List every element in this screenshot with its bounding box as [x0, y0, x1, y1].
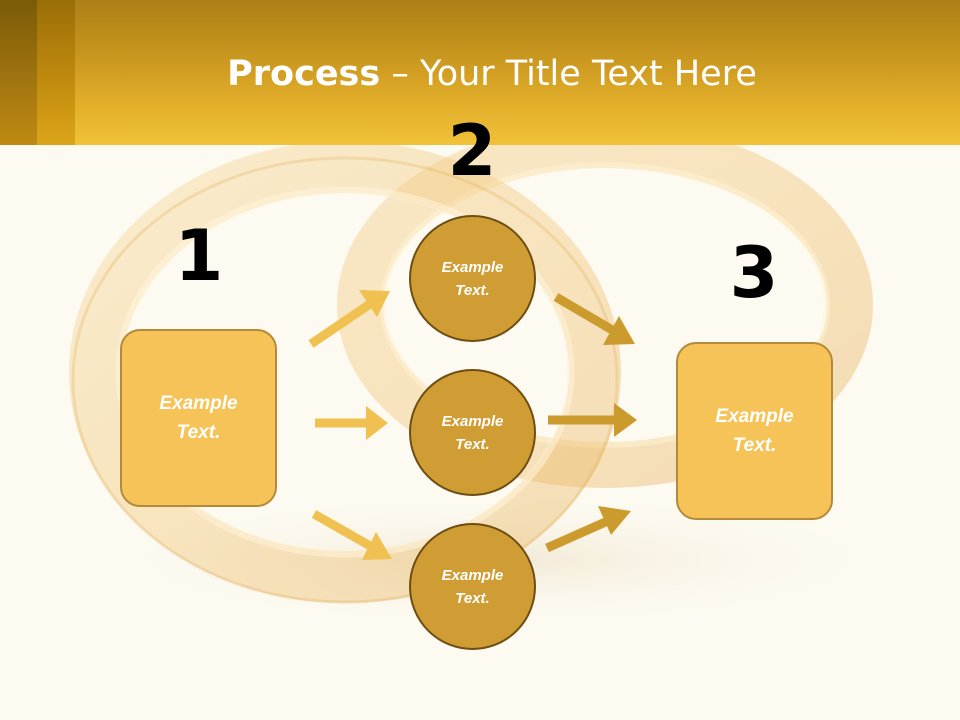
step-number-3: 3	[729, 232, 779, 314]
step-2-circle-top: Example Text.	[409, 215, 536, 342]
step-2-circle-bottom: Example Text.	[409, 523, 536, 650]
title-rest: – Your Title Text Here	[380, 54, 757, 94]
header-accent-stripe-light	[37, 0, 75, 145]
header-band	[0, 0, 960, 145]
step-3-box: Example Text.	[676, 342, 833, 520]
title-strong: Process	[227, 54, 381, 94]
step-2-circle-middle: Example Text.	[409, 369, 536, 496]
circle-bottom-text: Example Text.	[441, 566, 504, 607]
arrow-top-to-right	[553, 293, 635, 345]
header-accent-stripe-dark	[0, 0, 37, 145]
step-number-2: 2	[447, 110, 497, 192]
arrow-bottom-to-right	[545, 506, 631, 553]
circle-middle-text: Example Text.	[441, 412, 504, 453]
step-number-1: 1	[174, 215, 224, 297]
arrow-left-to-bottom	[311, 510, 392, 560]
arrow-middle-to-right	[548, 403, 637, 437]
circle-top-text: Example Text.	[441, 258, 504, 299]
slide-title: Process – Your Title Text Here	[0, 52, 960, 96]
step-1-box: Example Text.	[120, 329, 277, 507]
step-1-box-text: Example Text.	[159, 393, 238, 443]
arrow-left-to-middle	[315, 406, 388, 440]
arrow-left-to-top	[308, 290, 390, 348]
step-3-box-text: Example Text.	[715, 406, 794, 456]
